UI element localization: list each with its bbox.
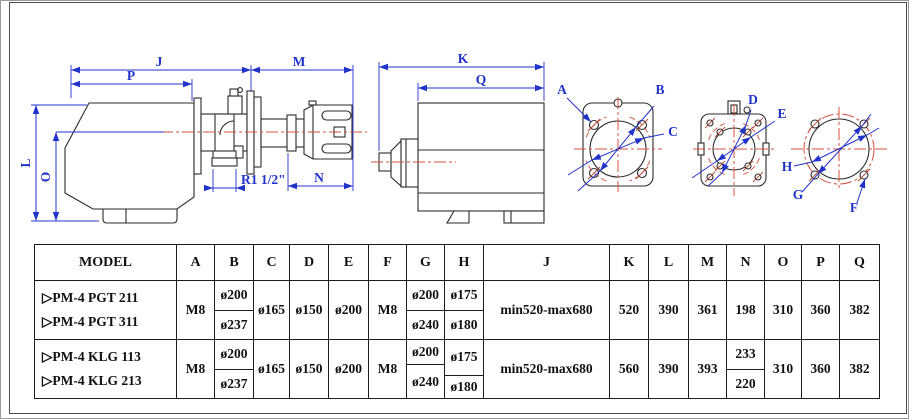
model-cell-klg: ▷PM-4 KLG 113 ▷PM-4 KLG 213 <box>35 340 177 398</box>
cell-g-bottom: ø240 <box>412 316 439 332</box>
cell-g-top: ø200 <box>407 340 444 366</box>
cell-j: min520-max680 <box>484 340 610 398</box>
col-header-n: N <box>727 245 765 281</box>
cell-h-bottom: ø180 <box>450 316 478 332</box>
model-name: ▷PM-4 PGT 311 <box>42 314 139 330</box>
cell-o: 310 <box>765 340 802 398</box>
cell-q: 382 <box>849 361 870 376</box>
side-view-dimensions: J P M L O N R1 1/2" <box>18 54 354 222</box>
flange-label-g: G <box>793 187 804 202</box>
bolt-circle-view: H G F <box>782 107 889 215</box>
col-header-d: D <box>290 245 329 281</box>
cell-h: ø175 ø180 <box>445 281 484 340</box>
cell-j: min520-max680 <box>484 281 610 340</box>
col-header-b: B <box>215 245 254 281</box>
cell-b-top: ø200 <box>215 281 253 311</box>
flange-label-b: B <box>655 82 664 97</box>
flange-view-1: A B C <box>557 82 678 192</box>
cell-b: ø200 ø237 <box>215 340 254 398</box>
dim-label-o: O <box>38 172 53 183</box>
side-view-drawing <box>64 87 367 224</box>
col-header-p: P <box>802 245 840 281</box>
col-header-k: K <box>610 245 649 281</box>
cell-g-bottom: ø240 <box>412 373 439 389</box>
cell-p: 360 <box>802 340 840 398</box>
col-header-h: H <box>445 245 484 281</box>
cell-e: ø200 <box>329 340 369 398</box>
flange-view-2: D E <box>691 92 787 196</box>
col-header-m: M <box>689 245 727 281</box>
cell-d: ø150 <box>290 340 329 398</box>
model-cell-pgt: ▷PM-4 PGT 211 ▷PM-4 PGT 311 <box>35 281 177 340</box>
flange-label-a: A <box>557 82 567 97</box>
col-header-g: G <box>407 245 445 281</box>
cell-e: ø200 <box>329 281 369 340</box>
cell-g: ø200 ø240 <box>407 281 445 340</box>
cell-f: M8 <box>369 281 407 340</box>
dim-label-m: M <box>293 54 306 69</box>
technical-drawings: J P M L O N R1 1/2" K Q <box>18 51 889 224</box>
cell-o: 310 <box>765 281 802 340</box>
cell-q: 382 <box>840 281 879 340</box>
col-header-e: E <box>329 245 369 281</box>
cell-h-bottom: ø180 <box>450 378 478 394</box>
col-header-q: Q <box>840 245 879 281</box>
flange-label-h: H <box>782 159 793 174</box>
cell-k: 520 <box>610 281 649 340</box>
cell-n-bottom: 220 <box>735 375 756 391</box>
dim-label-n: N <box>314 170 324 185</box>
cell-f: M8 <box>369 340 407 398</box>
flange-label-d: D <box>748 92 758 107</box>
col-header-model: MODEL <box>35 245 177 281</box>
model-name: ▷PM-4 PGT 211 <box>42 289 139 305</box>
cell-n: 233 220 <box>727 340 765 398</box>
flange-label-c: C <box>668 124 678 139</box>
cell-m: 393 <box>689 340 727 398</box>
dim-label-k: K <box>458 51 469 66</box>
cell-d: ø150 <box>290 281 329 340</box>
cell-b-top: ø200 <box>215 340 253 370</box>
cell-l: 390 <box>649 340 689 398</box>
rear-view-dimensions: K Q <box>378 51 545 151</box>
col-header-l: L <box>649 245 689 281</box>
dim-label-p: P <box>127 68 135 83</box>
cell-n: 198 <box>727 281 765 340</box>
cell-h-top: ø175 <box>445 340 483 376</box>
col-header-o: O <box>765 245 802 281</box>
cell-m: 361 <box>689 281 727 340</box>
dim-label-q: Q <box>476 72 487 87</box>
cell-b: ø200 ø237 <box>215 281 254 340</box>
cell-g: ø200 ø240 <box>407 340 445 398</box>
cell-g-top: ø200 <box>407 281 444 311</box>
dim-label-l: L <box>18 158 33 167</box>
cell-c: ø165 <box>254 340 290 398</box>
rear-view-drawing <box>371 102 545 224</box>
model-name: ▷PM-4 KLG 213 <box>42 373 142 389</box>
cell-h-top: ø175 <box>445 281 483 311</box>
cell-a: M8 <box>177 281 215 340</box>
spec-table: MODEL A B C D E F G H J K L M N O P Q ▷P… <box>34 244 880 399</box>
model-name: ▷PM-4 KLG 113 <box>42 348 141 364</box>
dim-label-j: J <box>156 54 163 69</box>
col-header-f: F <box>369 245 407 281</box>
flange-label-f: F <box>850 200 858 215</box>
flange-label-e: E <box>777 106 786 121</box>
cell-a: M8 <box>177 340 215 398</box>
cell-l: 390 <box>649 281 689 340</box>
cell-n-top: 233 <box>727 340 764 370</box>
cell-h: ø175 ø180 <box>445 340 484 398</box>
cell-b-bottom: ø237 <box>220 375 248 391</box>
cell-b-bottom: ø237 <box>220 316 248 332</box>
col-header-c: C <box>254 245 290 281</box>
cell-c: ø165 <box>254 281 290 340</box>
col-header-a: A <box>177 245 215 281</box>
cell-k: 560 <box>610 340 649 398</box>
col-header-j: J <box>484 245 610 281</box>
cell-p: 360 <box>802 281 840 340</box>
dim-label-r1: R1 1/2" <box>241 172 286 187</box>
